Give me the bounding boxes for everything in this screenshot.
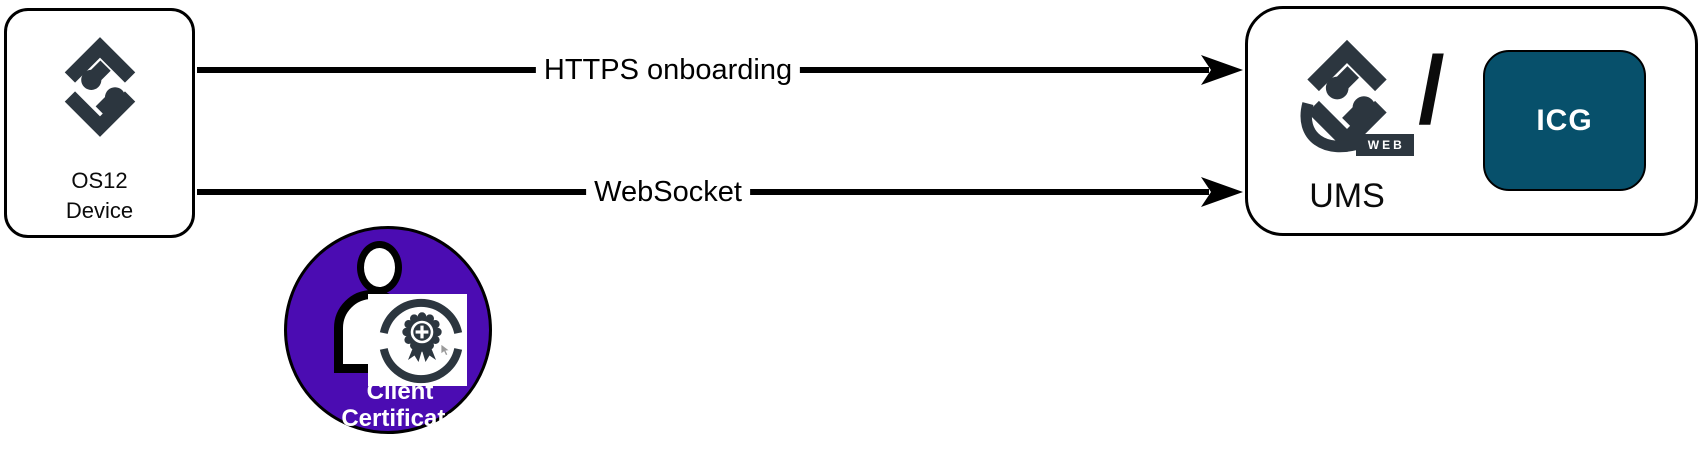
device-node-label: OS12 Device [66,166,133,226]
icg-label: ICG [1536,103,1593,137]
ums-label: UMS [1309,177,1385,215]
device-node: OS12 Device [4,8,195,238]
igel-web-logo-icon: WEB [1284,33,1414,159]
person-head-icon [357,241,402,294]
mouse-cursor-icon [440,343,451,357]
icg-node: ICG [1483,50,1646,191]
https-onboarding-label: HTTPS onboarding [535,53,801,87]
websocket-label: WebSocket [586,175,750,209]
cert-label-line1: Client [366,378,434,405]
server-node: WEB / ICG UMS [1245,6,1698,236]
device-label-line1: OS12 [71,168,128,193]
cert-label-line2: Certificate [341,405,459,432]
igel-logo-icon [44,31,156,148]
separator-slash: / [1418,37,1445,144]
client-certificate-label: Client Certificate [341,378,458,432]
web-badge: WEB [1355,133,1414,157]
device-label-line2: Device [65,198,134,223]
certificate-badge-icon [368,294,467,386]
